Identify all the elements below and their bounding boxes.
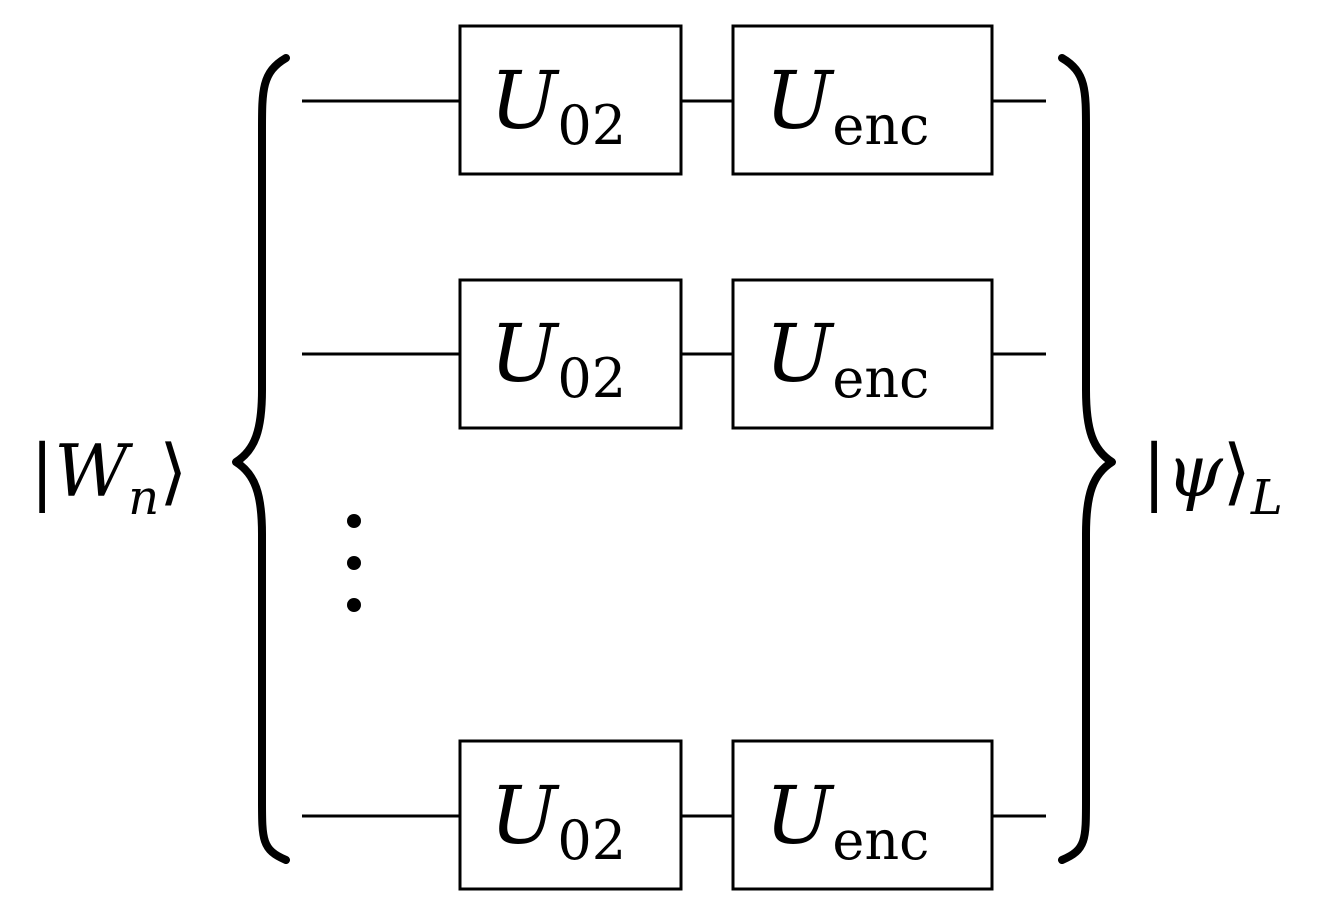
circuit-row: U02 Uenc xyxy=(302,24,1046,176)
u02-gate xyxy=(458,739,683,891)
input-ket-subscript: n xyxy=(128,470,159,526)
right-brace xyxy=(1058,54,1116,864)
output-ket-subscript: L xyxy=(1250,470,1283,526)
ellipsis-dot xyxy=(347,556,361,570)
output-ket-bar: | xyxy=(1142,429,1166,513)
input-state-label: |Wn⟩ xyxy=(30,429,187,526)
output-ket-close: ⟩ xyxy=(1223,429,1251,513)
uenc-gate-label: Uenc xyxy=(765,769,929,872)
uenc-gate xyxy=(731,24,994,176)
circuit-row: U02 Uenc xyxy=(302,739,1046,891)
u02-gate-label: U02 xyxy=(490,769,626,872)
svg-text:|ψ⟩L: |ψ⟩L xyxy=(1142,429,1283,526)
input-ket-close: ⟩ xyxy=(159,429,187,513)
ellipsis-dot xyxy=(347,598,361,612)
input-ket-symbol: W xyxy=(54,429,133,513)
u02-gate-label: U02 xyxy=(490,307,626,410)
uenc-gate xyxy=(731,278,994,430)
input-ket-bar: | xyxy=(30,429,54,513)
ellipsis-dot xyxy=(347,514,361,528)
u02-gate xyxy=(458,278,683,430)
circuit-row: U02 Uenc xyxy=(302,278,1046,430)
uenc-gate-label: Uenc xyxy=(765,307,929,410)
uenc-gate-label: Uenc xyxy=(765,54,929,157)
u02-gate-label: U02 xyxy=(490,54,626,157)
svg-text:|Wn⟩: |Wn⟩ xyxy=(30,429,187,526)
left-brace xyxy=(232,54,290,864)
uenc-gate xyxy=(731,739,994,891)
vertical-ellipsis xyxy=(347,514,361,612)
output-state-label: |ψ⟩L xyxy=(1142,429,1283,526)
output-ket-symbol: ψ xyxy=(1166,429,1224,513)
